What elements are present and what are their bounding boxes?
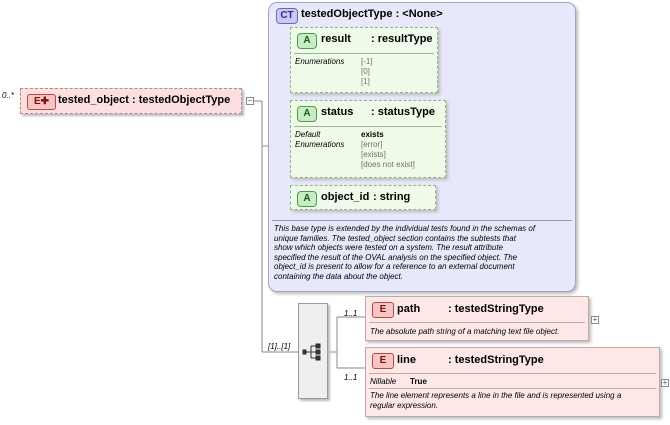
nillable-label: Nillable <box>370 377 397 386</box>
default-label: Default <box>295 130 321 139</box>
enumerations-label: Enumerations <box>295 57 345 66</box>
enum-value: [exists] <box>361 150 386 159</box>
complex-type-name: testedObjectType <box>301 8 393 20</box>
attribute-status[interactable]: A status : statusType Default exists Enu… <box>290 100 446 178</box>
element-line[interactable]: E line : testedStringType Nillable True … <box>365 347 660 417</box>
attribute-type: : resultType <box>371 33 433 45</box>
enum-value: [0] <box>361 67 370 76</box>
complex-type-icon: CT <box>276 8 298 24</box>
element-name: line <box>397 354 416 366</box>
enumerations-label: Enumerations <box>295 140 345 149</box>
sequence-compositor[interactable] <box>298 303 328 399</box>
attribute-icon: A <box>297 33 317 49</box>
attribute-icon: A <box>297 106 317 122</box>
path-multiplicity: 1..1 <box>344 309 358 318</box>
element-description: The absolute path string of a matching t… <box>370 327 560 336</box>
element-icon: E✚ <box>27 94 56 110</box>
root-element-type: testedObjectType <box>138 94 231 106</box>
attribute-name: status <box>321 106 354 118</box>
attribute-type: : string <box>373 191 411 203</box>
expand-line-icon[interactable]: + <box>661 378 669 387</box>
attribute-type: : statusType <box>371 106 435 118</box>
element-type: : testedStringType <box>448 303 544 315</box>
root-element-tested-object[interactable]: E✚ tested_object : testedObjectType <box>20 88 242 114</box>
complex-type-base: <None> <box>402 8 443 20</box>
attribute-result[interactable]: A result : resultType Enumerations [-1] … <box>290 27 438 93</box>
complex-type-documentation: This base type is extended by the indivi… <box>274 224 536 281</box>
element-name: path <box>397 303 421 315</box>
root-multiplicity: 0..* <box>2 91 15 100</box>
nillable-value: True <box>410 377 427 386</box>
default-value: exists <box>361 130 384 139</box>
sequence-icon <box>302 343 321 361</box>
element-description: The line element represents a line in th… <box>370 391 622 410</box>
element-path[interactable]: E path : testedStringType The absolute p… <box>365 296 589 341</box>
enum-value: [-1] <box>361 57 373 66</box>
enum-value: [does not exist] <box>361 160 415 169</box>
root-element-name: tested_object <box>58 94 129 106</box>
sequence-multiplicity: [1]..[1] <box>268 342 291 351</box>
attribute-object-id[interactable]: A object_id : string <box>290 185 436 210</box>
attribute-name: object_id <box>321 191 370 203</box>
collapse-root-icon[interactable]: − <box>246 96 254 105</box>
element-icon: E <box>372 302 394 318</box>
line-multiplicity: 1..1 <box>344 373 358 382</box>
attribute-icon: A <box>297 191 317 207</box>
expand-path-icon[interactable]: + <box>591 315 599 324</box>
element-type: : testedStringType <box>448 354 544 366</box>
attribute-name: result <box>321 33 351 45</box>
enum-value: [1] <box>361 77 370 86</box>
element-icon: E <box>372 353 394 369</box>
enum-value: [error] <box>361 140 383 149</box>
